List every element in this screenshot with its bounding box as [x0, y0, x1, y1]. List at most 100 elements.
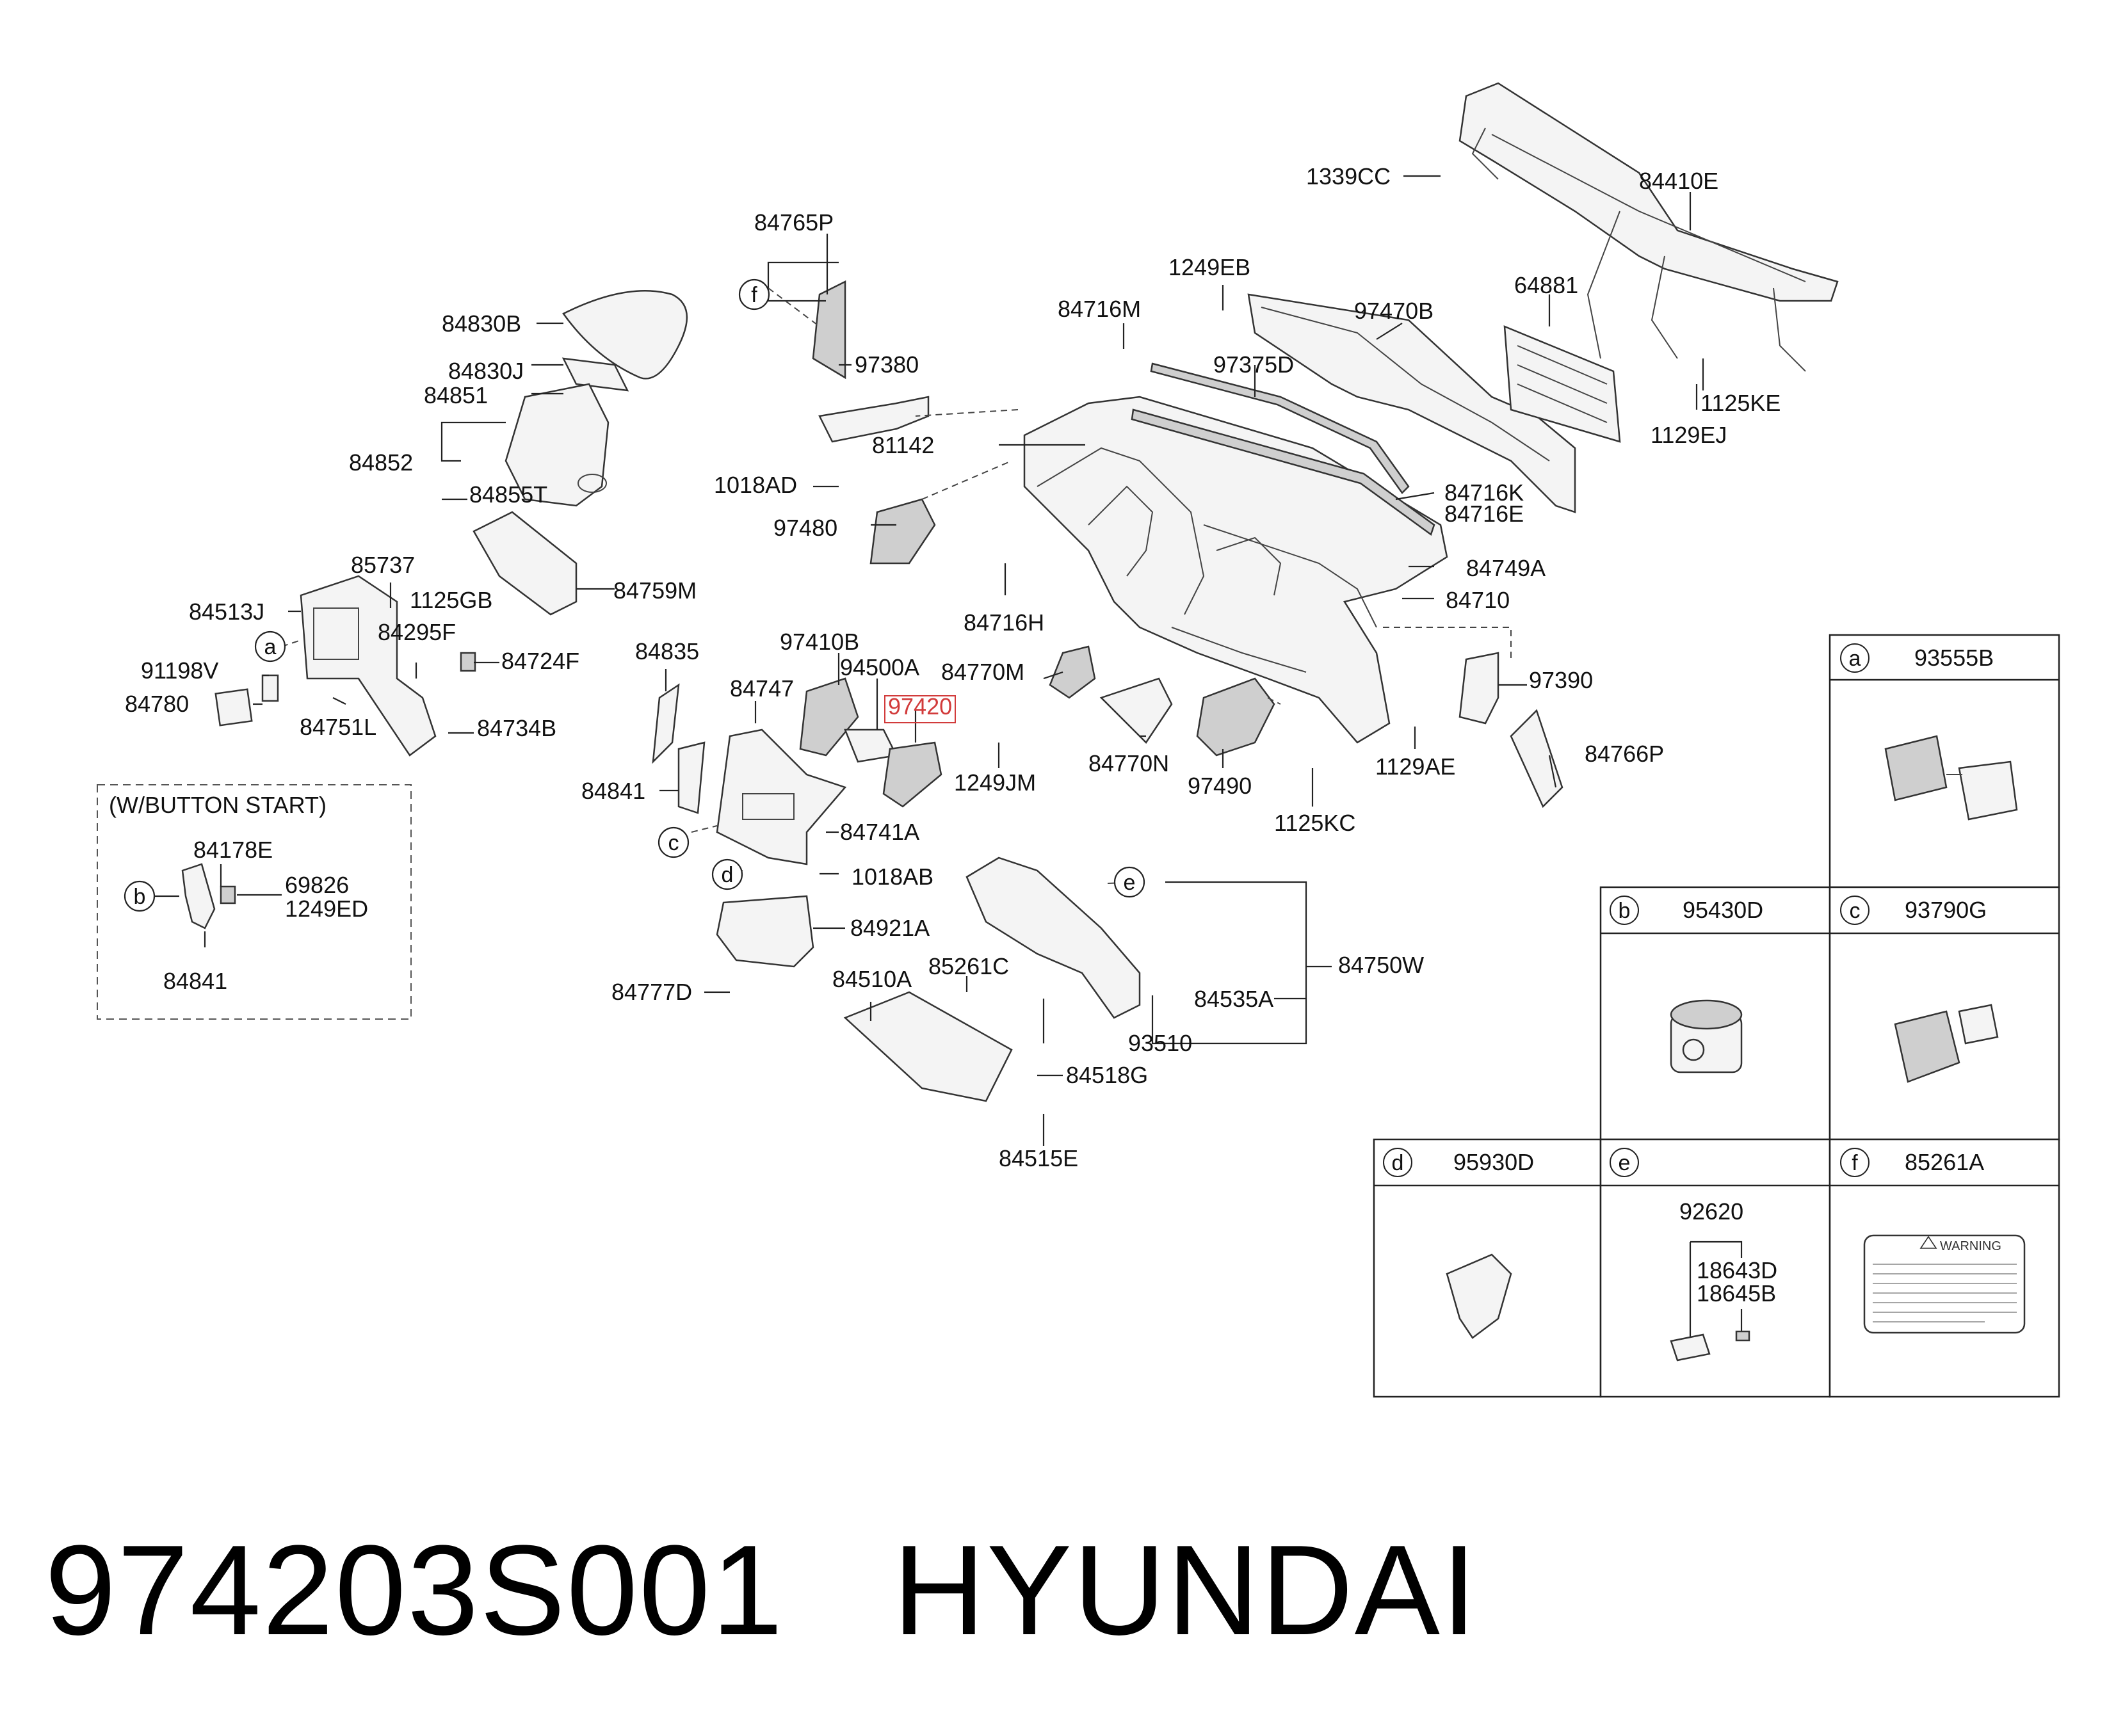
side-garnish-part	[1049, 645, 1096, 699]
lamp-part-illustration	[1670, 1333, 1711, 1362]
label-1129EJ: 1129EJ	[1651, 422, 1727, 448]
label-84716M: 84716M	[1058, 296, 1141, 322]
label-84535A: 84535A	[1194, 986, 1273, 1012]
label-84716E: 84716E	[1444, 501, 1524, 527]
center-vent-left-part	[799, 677, 859, 757]
side-lower-panel-part	[300, 575, 437, 757]
label-84759M: 84759M	[613, 577, 697, 604]
side-duct-part	[818, 396, 930, 443]
callout-a: a	[264, 635, 277, 659]
cowl-cross-bar-part	[1458, 82, 1839, 372]
warning-label-illustration: WARNING	[1863, 1234, 2026, 1334]
part-labels: 1339CC 84410E 84765P 1249EB 84716M 97470…	[125, 163, 1781, 1171]
label-1339CC: 1339CC	[1306, 163, 1391, 189]
lower-crash-pad-part	[965, 856, 1141, 1019]
pad-part	[261, 674, 279, 702]
glove-box-part	[843, 991, 1013, 1102]
side-trim-part	[1510, 709, 1563, 808]
footer-brand: HYUNDAI	[892, 1519, 1478, 1662]
table-letter-e: e	[1619, 1151, 1631, 1175]
cluster-hood-part	[562, 290, 688, 380]
center-vent-right-part	[882, 741, 942, 808]
table-part-93790G: 93790G	[1905, 897, 1987, 923]
label-97390: 97390	[1529, 667, 1593, 693]
lower-panel-part	[472, 511, 577, 616]
cover-plate-part	[214, 688, 253, 727]
label-84770M: 84770M	[941, 659, 1024, 685]
button-start-title: (W/BUTTON START)	[109, 792, 327, 818]
label-84852: 84852	[349, 449, 413, 476]
label-1129AE: 1129AE	[1375, 753, 1455, 780]
label-84765P: 84765P	[754, 209, 834, 236]
label-84921A: 84921A	[850, 915, 930, 941]
label-84741A: 84741A	[840, 819, 919, 845]
label-84178E: 84178E	[193, 837, 273, 863]
table-letter-d: d	[1392, 1151, 1404, 1175]
label-84750W: 84750W	[1338, 952, 1424, 978]
label-84830J: 84830J	[448, 358, 524, 384]
label-94500A: 94500A	[840, 654, 919, 680]
label-84515E: 84515E	[999, 1145, 1078, 1171]
label-84716H: 84716H	[964, 609, 1044, 636]
label-85261C: 85261C	[928, 953, 1009, 979]
label-84830B: 84830B	[442, 310, 521, 337]
label-1125KE: 1125KE	[1700, 390, 1781, 416]
label-84747: 84747	[730, 675, 794, 702]
label-93510: 93510	[1128, 1030, 1192, 1056]
cluster-trim-part	[561, 357, 629, 392]
detail-table: a 93555B b 95430D c 93790G d 95930D e f …	[1373, 634, 2060, 1398]
cluster-housing-part	[505, 383, 610, 507]
table-part-95430D: 95430D	[1683, 897, 1763, 923]
leader-lines	[253, 175, 1704, 1146]
label-84751L: 84751L	[300, 714, 376, 740]
switch-part-illustration	[1884, 735, 2018, 821]
heater-duct-part	[1247, 293, 1576, 513]
table-letter-a: a	[1849, 647, 1861, 671]
label-84710: 84710	[1446, 587, 1510, 613]
callout-d: d	[722, 863, 734, 887]
crash-pad-main	[1023, 396, 1448, 744]
callout-e: e	[1124, 871, 1136, 895]
label-85737: 85737	[351, 552, 415, 578]
clip-part	[460, 652, 476, 672]
label-97490: 97490	[1188, 773, 1252, 799]
callout-markers: f a c d e	[254, 278, 1145, 898]
center-fascia-part	[716, 728, 847, 865]
label-97480: 97480	[773, 515, 837, 541]
label-97420-highlighted: 97420	[888, 693, 952, 719]
label-1125KC: 1125KC	[1274, 810, 1355, 836]
label-1018AD: 1018AD	[714, 472, 797, 498]
corner-trim-part	[812, 280, 846, 380]
table-part-18645B: 18645B	[1697, 1280, 1776, 1306]
label-84510A: 84510A	[832, 966, 912, 992]
side-vent-part	[869, 498, 936, 565]
callout-b: b	[134, 885, 146, 909]
label-97380: 97380	[855, 351, 919, 378]
label-1249EB: 1249EB	[1168, 254, 1250, 280]
table-part-85261A: 85261A	[1905, 1149, 1984, 1175]
bulb-part-illustration	[1735, 1330, 1750, 1342]
label-84410E: 84410E	[1639, 168, 1718, 194]
label-84724F: 84724F	[501, 648, 579, 674]
label-97470B: 97470B	[1354, 298, 1434, 324]
defroster-grille-part	[1150, 362, 1410, 494]
button-start-box: (W/BUTTON START) b 84178E 69826 1249ED 8…	[97, 784, 412, 1020]
label-1018AB: 1018AB	[852, 864, 933, 890]
label-84835: 84835	[635, 638, 699, 664]
label-84777D: 84777D	[611, 979, 692, 1005]
side-bracket-part	[652, 683, 680, 764]
label-84766P: 84766P	[1585, 741, 1664, 767]
label-84770N: 84770N	[1088, 750, 1169, 776]
label-84734B: 84734B	[477, 715, 556, 741]
label-81142: 81142	[872, 432, 934, 458]
label-84841-center: 84841	[581, 778, 645, 804]
storage-tray-part	[716, 895, 814, 968]
footer-part-number: 974203S001	[45, 1519, 784, 1662]
label-84513J: 84513J	[189, 599, 264, 625]
label-84295F: 84295F	[378, 619, 456, 645]
bracket-part-illustration	[1446, 1253, 1512, 1339]
table-letter-f: f	[1852, 1151, 1858, 1175]
lower-bracket-part	[677, 741, 706, 814]
start-button-illustration	[1670, 999, 1743, 1073]
label-1249ED: 1249ED	[285, 896, 368, 922]
